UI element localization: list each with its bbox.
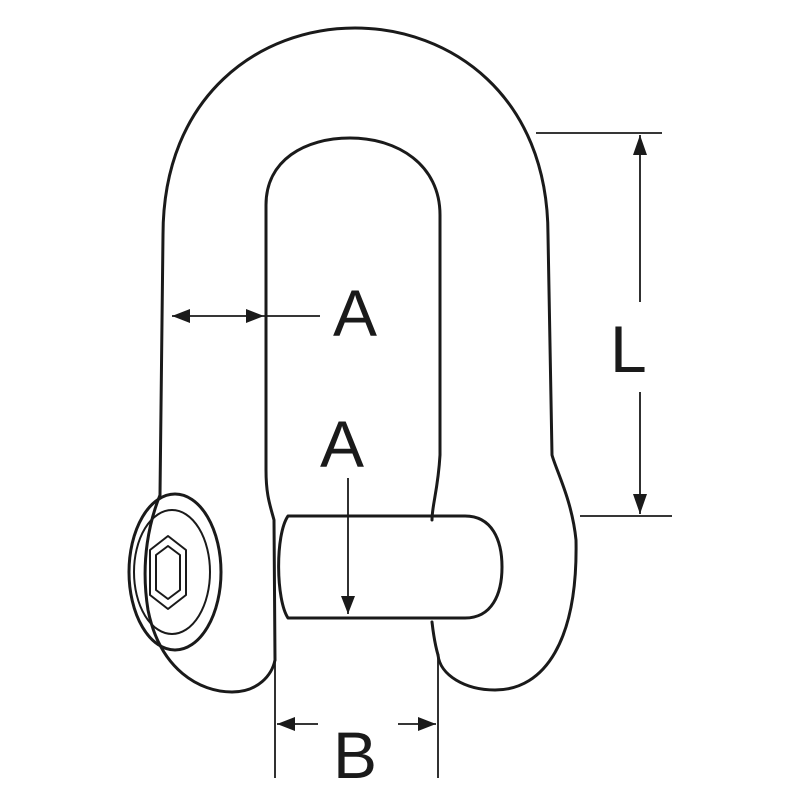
arrow-down-icon <box>633 494 647 514</box>
arrow-up-icon <box>633 135 647 155</box>
dimension-l <box>536 132 672 517</box>
arrow-right-icon <box>418 717 436 731</box>
shackle-right-ear <box>430 620 440 657</box>
shackle-left-ear <box>143 493 277 694</box>
label-l: L <box>610 312 647 386</box>
arrow-left-icon <box>172 309 190 323</box>
shackle-body-outer <box>158 26 578 692</box>
hex-socket-icon <box>149 535 187 610</box>
label-a-upper: A <box>333 276 377 350</box>
shackle-body-inner <box>264 136 442 662</box>
dimension-a-upper <box>172 309 320 323</box>
pin-head-outer <box>127 492 223 652</box>
dimension-b <box>274 655 439 778</box>
arrow-down-icon <box>341 596 355 614</box>
hex-socket-inner <box>155 545 181 600</box>
dimension-a-pin <box>341 478 355 614</box>
arrow-right-icon <box>246 309 264 323</box>
pin-bolt <box>277 514 504 620</box>
pin-head <box>127 492 223 652</box>
arrow-left-icon <box>277 717 295 731</box>
pin-head-ring <box>133 509 211 635</box>
label-a-pin: A <box>320 407 364 481</box>
label-b: B <box>333 718 377 792</box>
